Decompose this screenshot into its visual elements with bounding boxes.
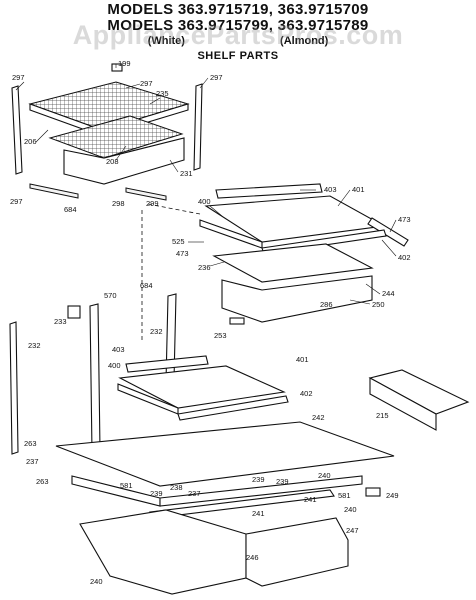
label-246: 246 xyxy=(246,553,259,562)
cover-glass-242 xyxy=(55,421,395,487)
label-253: 253 xyxy=(214,331,227,340)
label-299: 299 xyxy=(146,199,159,208)
frame-402-bottom xyxy=(177,395,289,421)
label-402-t: 402 xyxy=(398,253,411,262)
label-215: 215 xyxy=(376,411,389,420)
label-247: 247 xyxy=(346,526,359,535)
label-239-r: 239 xyxy=(252,475,265,484)
color-label-white: (White) xyxy=(147,35,185,47)
rail-297-left xyxy=(11,85,23,175)
label-237: 237 xyxy=(26,457,39,466)
label-400-b: 400 xyxy=(108,361,121,370)
support-249 xyxy=(365,487,381,497)
drawer-231 xyxy=(63,137,185,185)
label-403-b: 403 xyxy=(112,345,125,354)
glass-shelf-assembly-lower xyxy=(117,355,470,431)
label-473-l: 473 xyxy=(176,249,189,258)
label-581-r: 581 xyxy=(338,491,351,500)
trim-298 xyxy=(29,183,79,199)
bin-215-side xyxy=(369,377,437,431)
rail-232-mid xyxy=(89,303,101,453)
label-231: 231 xyxy=(180,169,193,178)
label-581-l: 581 xyxy=(120,481,133,490)
label-297-tr: 297 xyxy=(210,73,223,82)
hinge-233 xyxy=(67,305,81,319)
label-402-b: 402 xyxy=(300,389,313,398)
leader-lines xyxy=(15,64,397,305)
label-570: 570 xyxy=(104,291,117,300)
label-240-r2: 240 xyxy=(344,505,357,514)
label-473-r: 473 xyxy=(398,215,411,224)
part-labels: 199 297 297 297 235 206 208 231 297 684 … xyxy=(10,59,411,586)
label-208: 208 xyxy=(106,157,119,166)
label-206: 206 xyxy=(24,137,37,146)
label-401-b: 401 xyxy=(296,355,309,364)
label-236: 236 xyxy=(198,263,211,272)
crisper-assembly xyxy=(55,421,395,595)
color-labels: (White) (Almond) xyxy=(0,35,476,47)
frame-581-right xyxy=(159,475,363,507)
upper-wire-shelf-assembly xyxy=(11,63,203,201)
label-244: 244 xyxy=(382,289,395,298)
clip-199 xyxy=(111,63,123,72)
glass-shelf-401-bottom xyxy=(118,365,286,409)
rail-232-mid2 xyxy=(165,293,177,383)
label-286: 286 xyxy=(320,300,333,309)
trim-403-bottom xyxy=(125,355,209,373)
trim-403-top xyxy=(215,183,323,199)
label-249: 249 xyxy=(386,491,399,500)
drawer-240-right xyxy=(245,517,349,587)
label-237-b: 237 xyxy=(188,489,201,498)
cover-236 xyxy=(212,243,374,283)
drawer-250 xyxy=(221,275,373,323)
label-297-tl: 297 xyxy=(12,73,25,82)
label-232-l: 232 xyxy=(28,341,41,350)
label-403-t: 403 xyxy=(324,185,337,194)
label-239-l: 239 xyxy=(150,489,163,498)
label-239-rr: 239 xyxy=(276,477,289,486)
label-241-b: 241 xyxy=(252,509,265,518)
label-297-tc: 297 xyxy=(140,79,153,88)
label-401-t: 401 xyxy=(352,185,365,194)
label-240-b: 240 xyxy=(90,577,103,586)
label-233: 233 xyxy=(54,317,67,326)
rail-297-right xyxy=(193,83,203,171)
label-199: 199 xyxy=(118,59,131,68)
glass-shelf-assembly-upper xyxy=(141,183,409,340)
part-253 xyxy=(229,317,245,325)
label-525: 525 xyxy=(172,237,185,246)
label-298: 298 xyxy=(112,199,125,208)
label-263-b: 263 xyxy=(36,477,49,486)
label-297-bl: 297 xyxy=(10,197,23,206)
models-line-1: MODELS 363.9715719, 363.9715709 xyxy=(107,1,369,18)
color-label-almond: (Almond) xyxy=(280,35,329,47)
drawer-240-left xyxy=(79,509,247,595)
label-250: 250 xyxy=(372,300,385,309)
label-241-r: 241 xyxy=(304,495,317,504)
label-263-t: 263 xyxy=(24,439,37,448)
label-232-m: 232 xyxy=(150,327,163,336)
trim-299 xyxy=(125,187,167,201)
label-240-r: 240 xyxy=(318,471,331,480)
models-line-2: MODELS 363.9715799, 363.9715789 xyxy=(107,17,369,34)
diagram-header: MODELS 363.9715719, 363.9715709 MODELS 3… xyxy=(0,0,476,84)
label-684-l: 684 xyxy=(64,205,77,214)
label-242: 242 xyxy=(312,413,325,422)
label-400-t: 400 xyxy=(198,197,211,206)
rail-473-right xyxy=(367,217,409,247)
label-684-m: 684 xyxy=(140,281,153,290)
label-238: 238 xyxy=(170,483,183,492)
section-title: SHELF PARTS xyxy=(197,50,279,62)
label-235: 235 xyxy=(156,89,169,98)
cover-208 xyxy=(48,115,184,159)
rail-232-left xyxy=(9,321,19,455)
